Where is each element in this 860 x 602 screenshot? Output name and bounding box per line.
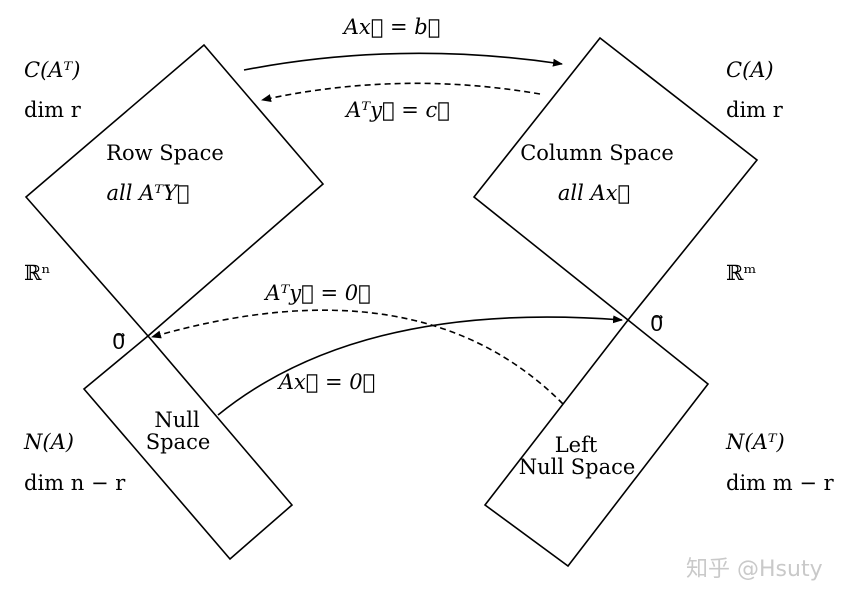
column-space-name: C(A) xyxy=(726,58,774,82)
arrow-top-forward xyxy=(243,52,563,71)
column-space-subtitle: all Ax⃗ xyxy=(557,181,631,205)
row-space-title: Row Space xyxy=(106,141,224,165)
null-space-title: Null xyxy=(154,408,200,432)
left-null-space-name: N(Aᵀ) xyxy=(726,430,785,454)
bottom-forward-arrow-label: Ax⃗ = 0⃗ xyxy=(278,370,376,394)
zero-vector-left: 0⃗ xyxy=(112,330,126,354)
watermark: 知乎 @Hsuty xyxy=(686,557,823,582)
row-space-subtitle: all AᵀY⃗ xyxy=(106,181,190,205)
left-null-space-subtitle: Null Space xyxy=(518,455,636,479)
bottom-backward-arrow-label: Aᵀy⃗ = 0⃗ xyxy=(265,281,371,305)
arrow-top-backward xyxy=(261,82,541,102)
column-space-dim: dim r xyxy=(726,98,783,122)
left-null-space-dim: dim m − r xyxy=(726,471,834,495)
arrow-bottom-forward xyxy=(217,315,623,416)
domain-label: ℝⁿ xyxy=(24,261,51,285)
row-space-shape xyxy=(24,43,325,338)
arrow-bottom-backward xyxy=(151,309,564,405)
left-null-space-shape xyxy=(483,318,710,568)
null-space-name: N(A) xyxy=(24,430,74,454)
codomain-label: ℝᵐ xyxy=(726,261,757,285)
top-backward-arrow-label: Aᵀy⃗ = c⃗ xyxy=(346,98,450,122)
null-space-subtitle: Space xyxy=(145,430,211,454)
null-space-shape xyxy=(82,334,294,561)
top-forward-arrow-label: Ax⃗ = b⃗ xyxy=(343,15,441,39)
row-space-name: C(Aᵀ) xyxy=(24,58,81,82)
column-space-title: Column Space xyxy=(520,141,674,165)
null-space-dim: dim n − r xyxy=(24,471,126,495)
row-space-dim: dim r xyxy=(24,98,81,122)
column-space-shape xyxy=(472,36,759,322)
left-null-space-title: Left xyxy=(554,433,598,457)
zero-vector-right: 0⃗ xyxy=(650,312,664,336)
